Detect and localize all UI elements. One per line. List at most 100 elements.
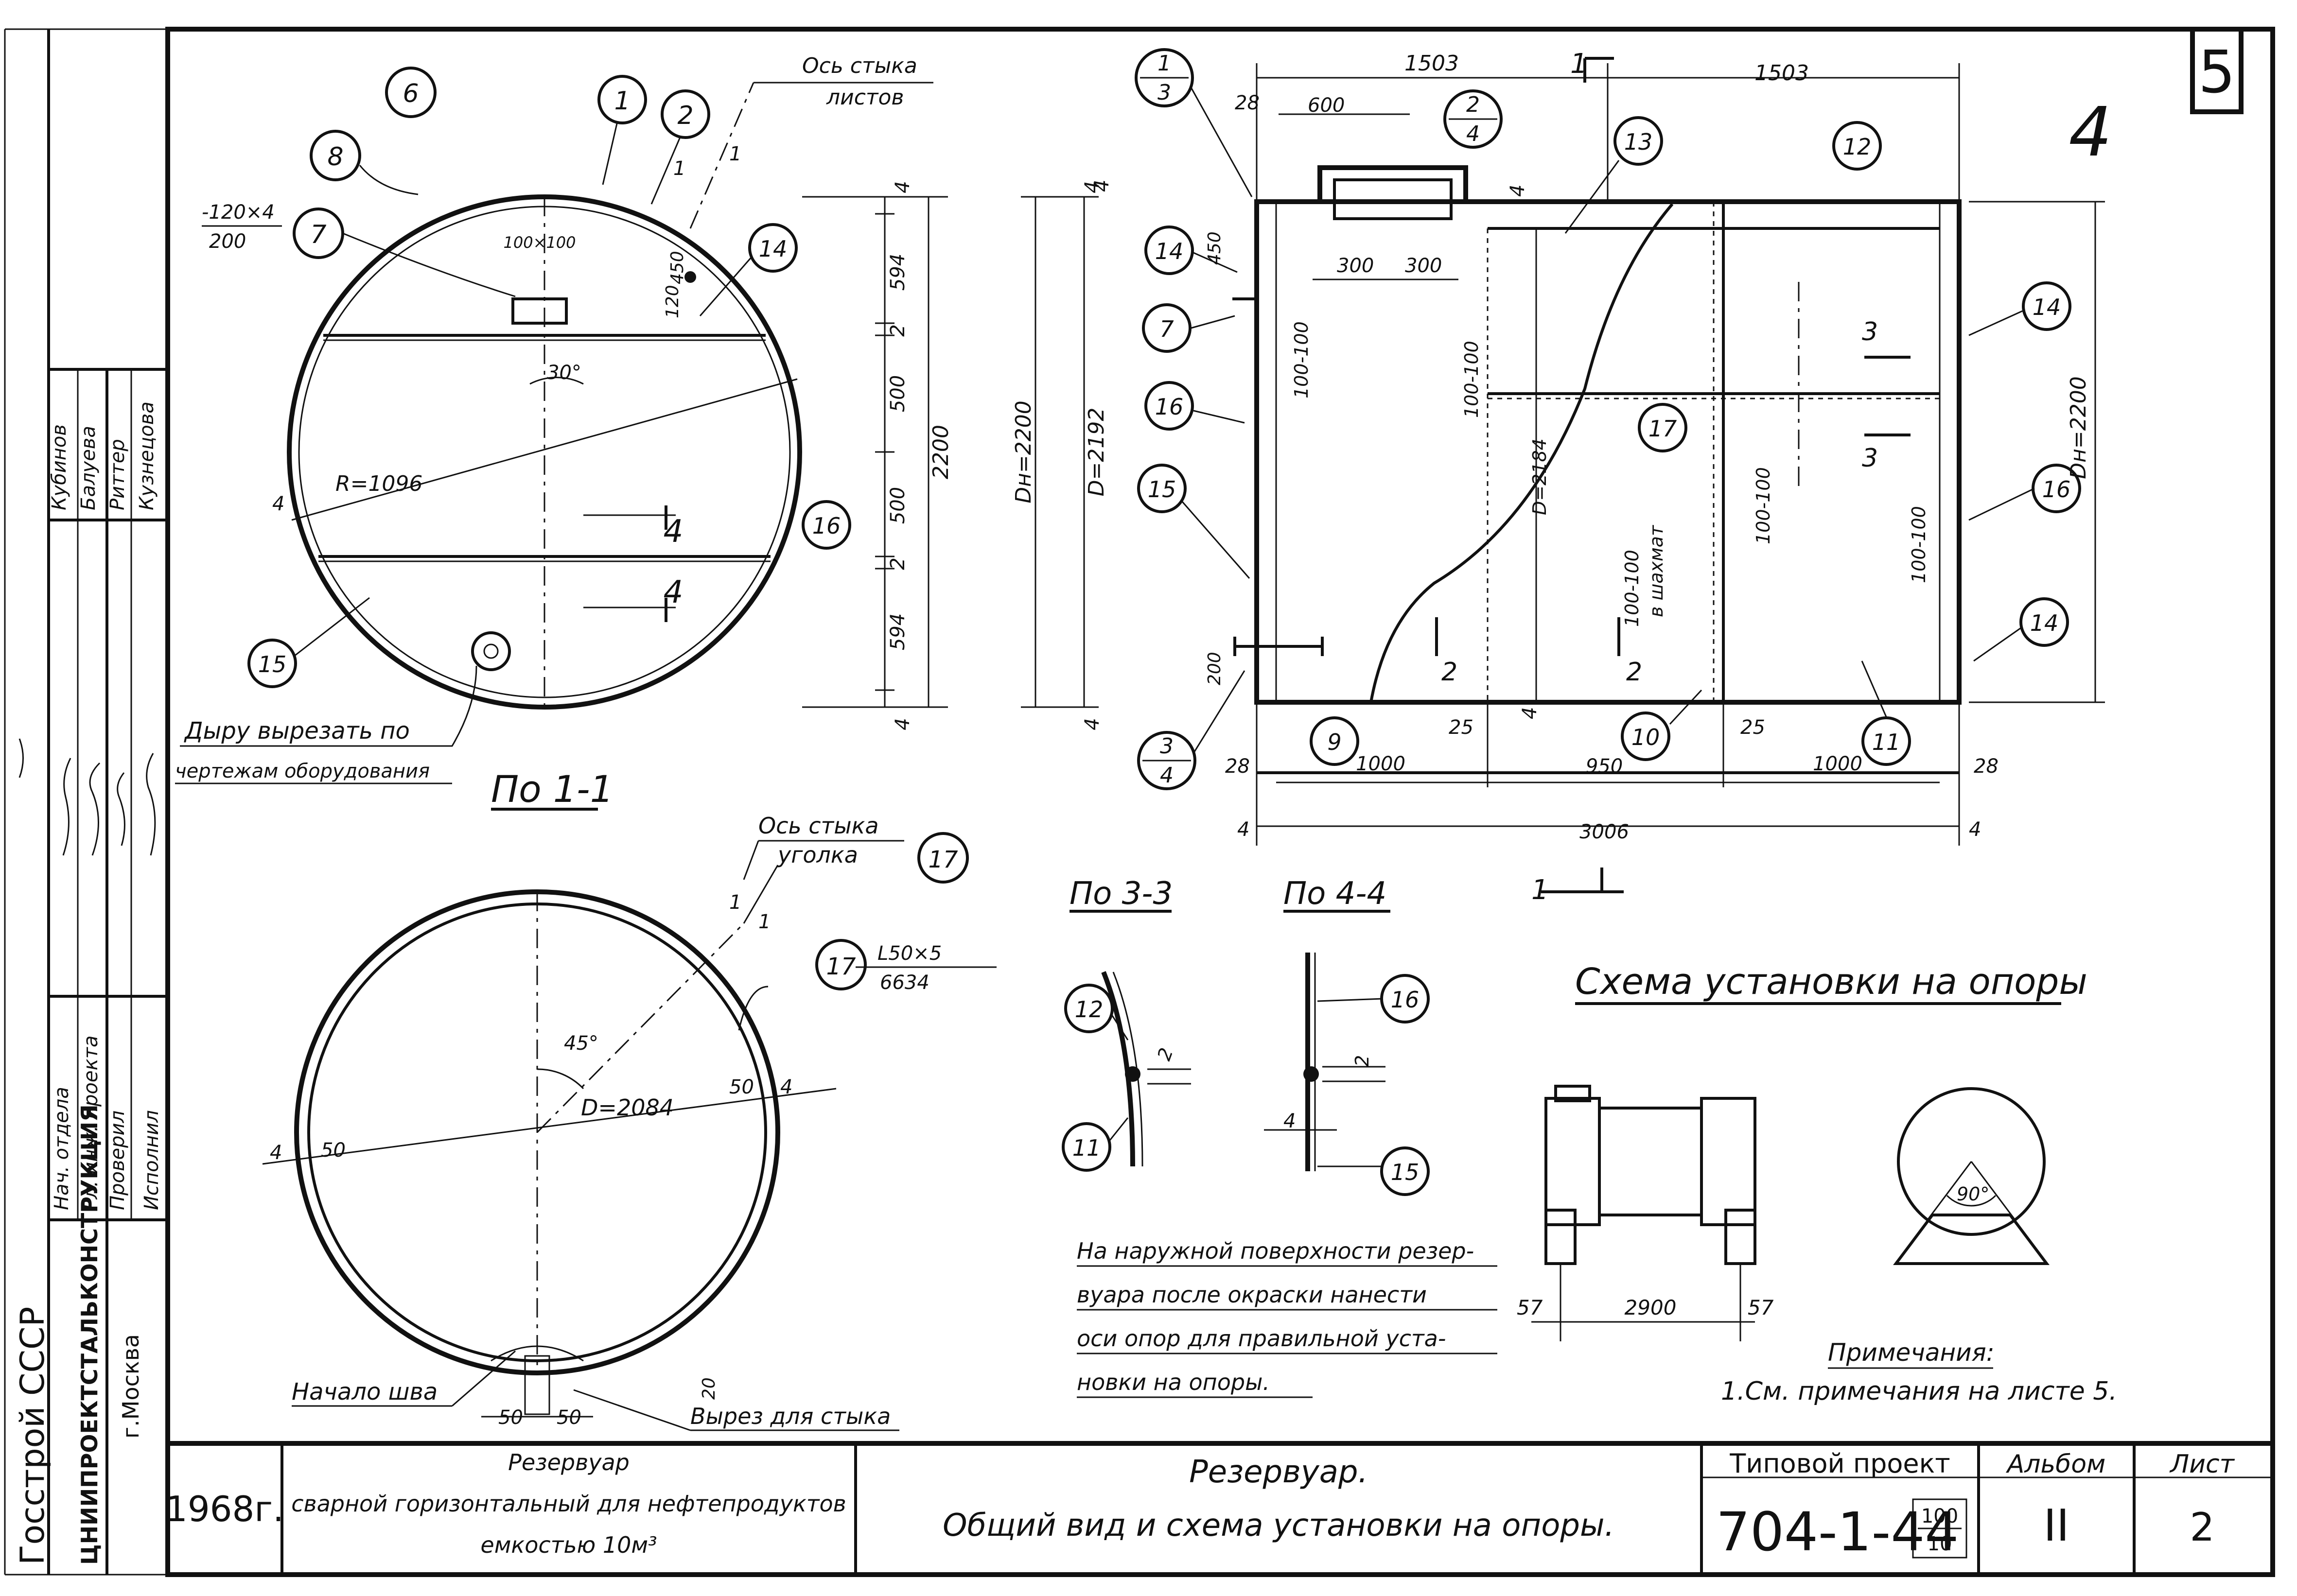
side-callout-12: 12 bbox=[1843, 134, 1872, 160]
section-1-1-drawing bbox=[287, 82, 933, 710]
s11-plate-bottom: 200 bbox=[209, 230, 246, 253]
side-view-drawing bbox=[1232, 165, 1962, 705]
detail-44-dim-2: 2 bbox=[1351, 1055, 1373, 1067]
side-cut-marks: 2 2 3 3 bbox=[1435, 317, 1911, 687]
stamp-name-1: Кубинов bbox=[48, 424, 70, 510]
s11-dim-d: D=2192 bbox=[1084, 408, 1109, 497]
note-left-1: На наружной поверхности резер- bbox=[1077, 1238, 1474, 1264]
notes-title: Примечания: bbox=[1828, 1338, 1995, 1367]
stamp-signatures bbox=[18, 738, 156, 856]
title-object-1: Резервуар bbox=[508, 1449, 630, 1475]
side-cut-2a: 2 bbox=[1441, 658, 1457, 687]
stamp-roles: Нач. отдела Гл. инж. проекта Проверил Ис… bbox=[51, 1036, 163, 1211]
ring-dim-50a: 50 bbox=[729, 1076, 754, 1098]
scheme-angle: 90° bbox=[1957, 1183, 1989, 1205]
note-left-2: вуара после окраски нанести bbox=[1077, 1282, 1427, 1308]
ring-dim-50c: 50 bbox=[498, 1406, 523, 1429]
s11-dim-500a: 500 bbox=[887, 375, 909, 412]
s11-callout-16: 16 bbox=[812, 513, 841, 539]
s11-note-1: Дыру вырезать по bbox=[184, 717, 410, 745]
s11-joint-1: Ось стыка bbox=[802, 53, 917, 78]
s11-dim-2200: 2200 bbox=[929, 425, 953, 479]
s11-radius: R=1096 bbox=[335, 471, 422, 496]
s11-callout-2: 2 bbox=[677, 101, 693, 130]
side-dim-total: 3006 bbox=[1579, 821, 1629, 843]
stamp-role-2: Гл. инж. проекта bbox=[80, 1036, 102, 1211]
side-callout-7: 7 bbox=[1159, 316, 1174, 342]
side-dim-100-right: 100-100 bbox=[1753, 467, 1774, 544]
s11-mark-4c: 4 bbox=[272, 493, 284, 515]
side-mark-1bottom: 1 bbox=[1531, 874, 1549, 906]
stamp-role-4: Исполнил bbox=[140, 1110, 163, 1210]
note-left: На наружной поверхности резер- вуара пос… bbox=[1077, 1238, 1497, 1398]
sheet-frame bbox=[4, 27, 2275, 1577]
side-cut-2b: 2 bbox=[1626, 658, 1642, 687]
section-1-1-dims bbox=[802, 196, 1099, 708]
scheme-dim-57a: 57 bbox=[1517, 1296, 1543, 1319]
s11-callout-7: 7 bbox=[310, 220, 326, 249]
scheme-dim-2900: 2900 bbox=[1625, 1296, 1677, 1319]
s11-callout-15: 15 bbox=[258, 651, 287, 677]
ring-dim-50d: 50 bbox=[557, 1406, 581, 1429]
s11-title: По 1-1 bbox=[491, 767, 614, 811]
side-dim-28a: 28 bbox=[1235, 92, 1260, 114]
s11-dim-4b: 4 bbox=[1081, 718, 1104, 730]
s11-dim-2a: 2 bbox=[887, 324, 909, 336]
s11-joint-2: листов bbox=[826, 85, 904, 110]
detail-33-drawing bbox=[1062, 971, 1191, 1172]
side-frac-3-bottom: 4 bbox=[1160, 763, 1174, 788]
ring-angle: 45° bbox=[564, 1032, 598, 1055]
side-dim-300b: 300 bbox=[1405, 255, 1442, 277]
s11-dim-dn: Dн=2200 bbox=[1011, 400, 1036, 503]
side-dim-100-left: 100-100 bbox=[1291, 321, 1312, 399]
notes-line1: 1.См. примечания на листе 5. bbox=[1721, 1377, 2117, 1406]
side-cut-3a: 3 bbox=[1862, 317, 1878, 347]
side-dim-4l: 4 bbox=[1237, 818, 1249, 841]
ring-dim-4a: 4 bbox=[780, 1076, 792, 1098]
ring-seam-start: Начало шва bbox=[292, 1378, 438, 1405]
side-callout-13: 13 bbox=[1624, 129, 1653, 155]
side-dim-4r: 4 bbox=[1969, 818, 1981, 841]
s11-callout-14: 14 bbox=[759, 236, 788, 262]
stamp-org-2: ЦНИИПРОЕКТСТАЛЬКОНСТРУКЦИЯ bbox=[76, 1104, 103, 1565]
side-callout-11: 11 bbox=[1872, 729, 1901, 755]
s11-dim-120: 120 bbox=[663, 285, 683, 318]
ring-angle-label-top: L50×5 bbox=[877, 942, 942, 965]
stamp-org-1: Госстрой СССР bbox=[14, 1307, 52, 1565]
title-frac-bottom: 10 bbox=[1928, 1533, 1952, 1555]
title-object-3: емкостью 10м³ bbox=[480, 1532, 657, 1558]
ring-joint-cut: Вырез для стыка bbox=[690, 1403, 891, 1429]
detail-44-callout-15: 15 bbox=[1391, 1159, 1420, 1185]
title-sheet-value: 2 bbox=[2190, 1505, 2215, 1550]
side-dim-1503b: 1503 bbox=[1754, 61, 1809, 86]
ring-mark-1a: 1 bbox=[729, 891, 741, 914]
ring-diameter: D=2084 bbox=[581, 1094, 674, 1121]
s11-dim-594b: 594 bbox=[887, 613, 909, 650]
s11-callout-1: 1 bbox=[614, 87, 630, 116]
side-view-dims bbox=[1256, 57, 2105, 893]
detail-33-dim: 2 bbox=[1153, 1045, 1177, 1063]
side-frac-1-bottom: 3 bbox=[1157, 80, 1171, 105]
side-dim-25a: 25 bbox=[1449, 716, 1473, 739]
detail-33-callout-12: 12 bbox=[1075, 996, 1104, 1023]
side-dim-1000b: 1000 bbox=[1813, 753, 1862, 775]
title-project-fraction: 100 10 bbox=[1912, 1498, 1967, 1559]
s11-mark-4b: 4 bbox=[892, 718, 914, 730]
side-cut-3b: 3 bbox=[1862, 444, 1878, 473]
s11-hatch: 100×100 bbox=[504, 233, 576, 252]
side-frac-callouts: 1 3 2 4 3 4 bbox=[1135, 48, 1503, 790]
side-dim-200: 200 bbox=[1205, 652, 1225, 685]
side-dim-450: 450 bbox=[1205, 231, 1225, 265]
stamp-names: Кубинов Балуева Риттер Кузнецова bbox=[48, 401, 158, 510]
angle-ring-drawing bbox=[262, 865, 997, 1415]
side-dim-28d: 28 bbox=[1242, 104, 1243, 105]
ring-mark-1b: 1 bbox=[758, 911, 771, 933]
side-frac-1-top: 1 bbox=[1157, 51, 1171, 76]
side-mark-1top: 1 bbox=[1570, 48, 1588, 80]
left-stamp bbox=[47, 29, 168, 1575]
scheme-title: Схема установки на опоры bbox=[1575, 961, 2087, 1003]
side-dim-chess-1: 100-100 bbox=[1621, 550, 1643, 627]
scheme-drawing bbox=[1531, 1085, 2050, 1341]
side-frac-2-bottom: 4 bbox=[1466, 121, 1480, 146]
title-project-number: 704-1-44 bbox=[1716, 1501, 1959, 1563]
